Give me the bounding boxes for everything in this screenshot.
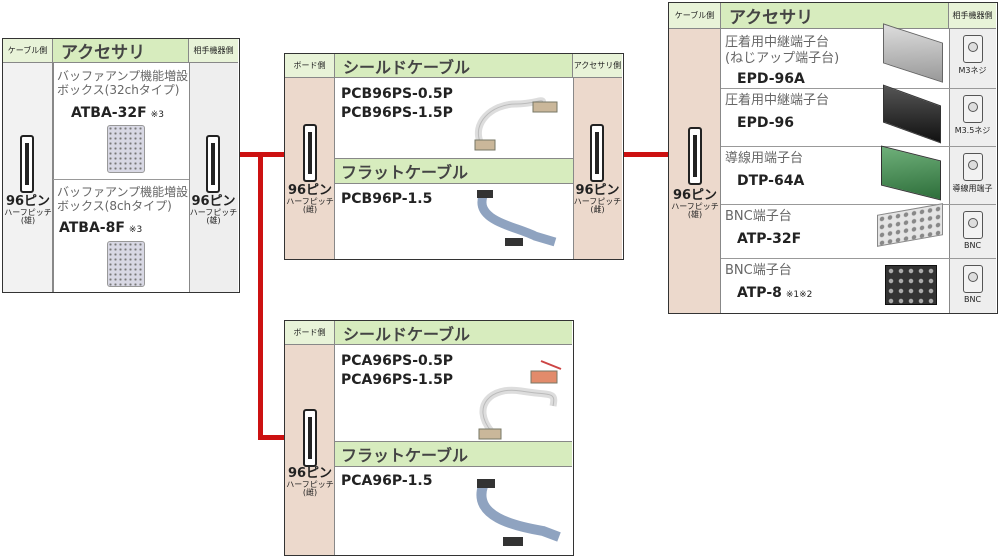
pin-label: 96ピン ハーフピッチ (雄): [671, 188, 719, 220]
connection-line-bottom: [258, 435, 285, 440]
product-name: EPD-96: [737, 115, 794, 131]
connector-icon: [688, 127, 702, 185]
terminal-block-image: [881, 145, 941, 201]
connector-icon: [20, 135, 34, 193]
terminal-block-image: [883, 84, 941, 144]
board-side-header: ボード側: [285, 54, 335, 78]
cable-side-header: ケーブル側: [669, 3, 721, 29]
right-accessory-box: ケーブル側 アクセサリ 相手機器側 96ピン ハーフピッチ (雄) 圧着用中継端…: [668, 2, 998, 314]
product-name: ATP-8※1※2: [737, 285, 813, 301]
product-name: PCA96P-1.5: [341, 473, 433, 489]
accessory-desc: 導線用端子台: [725, 151, 804, 166]
device-side-header: 相手機器側: [189, 39, 238, 63]
accessory-desc: バッファアンプ機能増設ボックス(32chタイプ): [57, 69, 189, 98]
cable-side-header: ケーブル側: [3, 39, 53, 63]
device-wire-terminal: 導線用端子: [949, 153, 996, 194]
connector-icon: [206, 135, 220, 193]
flat-cable-image: [477, 190, 557, 247]
product-name: ATBA-8F※3: [59, 220, 143, 236]
device-bnc: BNC: [949, 211, 996, 250]
shield-cable-header: シールドケーブル: [335, 321, 572, 345]
connector-icon: [303, 124, 317, 182]
product-name: ATP-32F: [737, 231, 802, 247]
bnc-block-image: [877, 203, 943, 247]
flat-cable-image: [476, 479, 561, 546]
product-name: PCB96PS-1.5P: [341, 105, 453, 121]
accessory-desc: 圧着用中継端子台: [725, 93, 830, 108]
terminal-block-image: [883, 23, 943, 83]
accessory-side-header: アクセサリ側: [573, 54, 622, 78]
product-name: PCA96PS-0.5P: [341, 353, 454, 369]
pin-label: 96ピン ハーフピッチ (雌): [286, 183, 334, 215]
accessory-desc: バッファアンプ機能増設ボックス(8chタイプ): [57, 185, 189, 214]
pin-label: 96ピン ハーフピッチ (雌): [573, 183, 622, 215]
cable-box-top: ボード側 シールドケーブル アクセサリ側 96ピン ハーフピッチ (雌) 96ピ…: [284, 53, 624, 260]
pin-label: 96ピン ハーフピッチ (雌): [286, 466, 334, 498]
shield-cable-image: [474, 97, 558, 151]
shield-cable-header: シールドケーブル: [335, 54, 573, 78]
device-bnc: BNC: [949, 265, 996, 304]
product-name: PCB96PS-0.5P: [341, 86, 453, 102]
board-side-header: ボード側: [285, 321, 335, 345]
connection-line-branch: [258, 152, 263, 440]
connector-icon: [590, 124, 604, 182]
accessory-desc: BNC端子台: [725, 263, 792, 278]
product-name: EPD-96A: [737, 71, 805, 87]
device-side-header: 相手機器側: [949, 3, 996, 29]
device-m3-5-screw: M3.5ネジ: [949, 95, 996, 136]
buffer-box-image: [107, 241, 145, 287]
product-name: PCA96PS-1.5P: [341, 372, 454, 388]
flat-cable-header: フラットケーブル: [335, 441, 572, 467]
shield-cable-image: [478, 360, 562, 440]
bnc-block-image: [885, 265, 937, 305]
product-name: PCB96P-1.5: [341, 191, 433, 207]
accessory-header: アクセサリ: [721, 3, 949, 29]
product-name: ATBA-32F※3: [71, 105, 164, 121]
buffer-box-image: [107, 125, 145, 173]
accessory-header: アクセサリ: [53, 39, 189, 63]
product-name: DTP-64A: [737, 173, 805, 189]
cable-box-bottom: ボード側 シールドケーブル 96ピン ハーフピッチ (雌) PCA96PS-0.…: [284, 320, 574, 556]
connection-line-right: [623, 152, 669, 157]
pin-label: 96ピン ハーフピッチ (雄): [4, 194, 52, 226]
connector-icon: [303, 409, 317, 467]
accessory-desc: 圧着用中継端子台(ねじアップ端子台): [725, 35, 840, 66]
pin-label: 96ピン ハーフピッチ (雄): [189, 194, 238, 226]
device-m3-screw: M3ネジ: [949, 35, 996, 76]
accessory-desc: BNC端子台: [725, 209, 792, 224]
flat-cable-header: フラットケーブル: [335, 158, 573, 184]
left-accessory-box: ケーブル側 アクセサリ 相手機器側 96ピン ハーフピッチ (雄) バッファアン…: [2, 38, 240, 293]
